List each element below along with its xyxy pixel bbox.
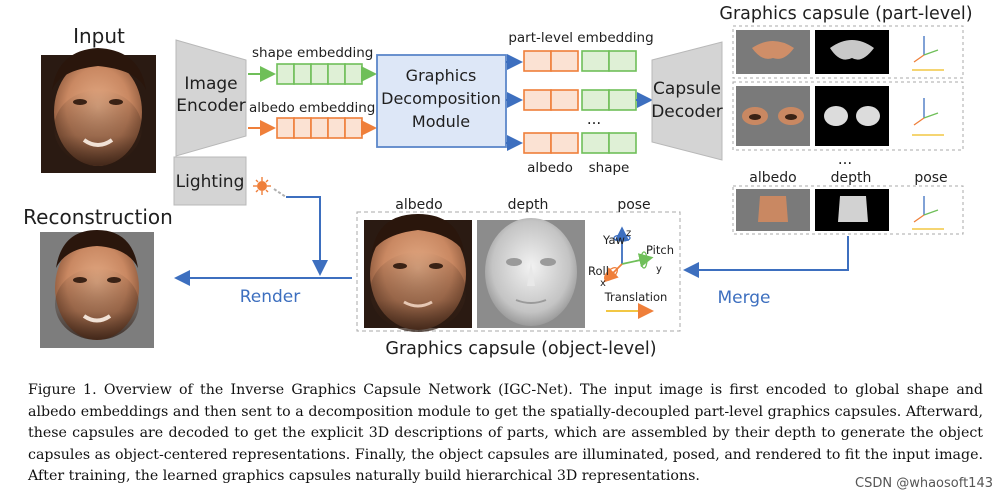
part-row-pose-label: pose [914,170,947,186]
object-depth-label: depth [508,197,549,213]
image-encoder-label-2: Encoder [176,96,246,116]
part-albedo-label: albedo [527,160,573,176]
gdm-label-2: Decomposition [381,89,501,108]
object-albedo-label: albedo [395,197,442,213]
render-label: Render [240,287,301,307]
part-level-embedding-label: part-level embedding [508,30,653,46]
object-pose-label: pose [617,197,650,213]
part-embedding-row-1 [523,50,637,72]
pose-icon-part-1 [912,36,944,71]
light-source-icon [253,177,287,198]
part-shape-label: shape [589,160,630,176]
shape-embedding-vector [276,63,363,85]
albedo-embedding-vector [276,117,363,139]
part-row-albedo-label: albedo [749,170,796,186]
watermark: CSDN @whaosoft143 [855,476,993,491]
part-capsule-ellipsis: ... [838,150,852,168]
part-capsule-row-3 [732,185,964,235]
pose-pitch-label: Pitch [646,243,674,257]
albedo-embedding-label: albedo embedding [249,100,375,116]
graphics-capsule-part-title: Graphics capsule (part-level) [719,4,972,24]
object-capsule-box [356,211,681,332]
overview-figure: Input Image Encoder shape embedding albe… [23,4,972,359]
part-embedding-ellipsis: ... [587,110,601,128]
input-face-image [41,48,156,173]
merge-arrow [683,236,849,278]
pose-icon-part-3 [912,196,944,230]
object-depth-image [477,218,585,328]
object-pose-diagram [603,226,654,319]
lighting-arrow [286,196,328,276]
pose-z-label: z [626,228,631,239]
part-capsule-row-2 [732,81,964,151]
capsule-decoder-label-2: Decoder [651,102,723,122]
part-embedding-row-3 [523,132,637,154]
pose-x-label: x [600,278,606,289]
capsule-decoder-block: Capsule Decoder [651,41,723,161]
input-label: Input [73,24,125,48]
pose-translation-label: Translation [604,290,668,304]
reconstruction-face-image [40,230,154,348]
reconstruction-label: Reconstruction [23,205,173,229]
part-row-depth-label: depth [831,170,872,186]
image-encoder-label-1: Image [184,74,237,94]
pose-roll-label: Roll [588,264,609,278]
part-capsule-row-1 [732,25,964,79]
part-embedding-row-2 [523,89,637,111]
shape-embedding-label: shape embedding [252,45,373,61]
graphics-capsule-object-title: Graphics capsule (object-level) [385,339,656,359]
object-albedo-image [364,214,472,332]
figure-caption: Figure 1. Overview of the Inverse Graphi… [28,382,983,484]
pose-yaw-label: Yaw [602,233,625,247]
gdm-label-1: Graphics [406,66,477,85]
lighting-label: Lighting [176,172,245,192]
capsule-decoder-label-1: Capsule [653,79,721,99]
graphics-decomposition-module: Graphics Decomposition Module [376,54,507,148]
gdm-label-3: Module [412,112,470,131]
lighting-block: Lighting [173,156,247,206]
pose-icon-part-2 [912,98,944,136]
merge-label: Merge [717,288,770,308]
pose-y-label: y [656,264,662,275]
image-encoder-block: Image Encoder [175,39,247,157]
